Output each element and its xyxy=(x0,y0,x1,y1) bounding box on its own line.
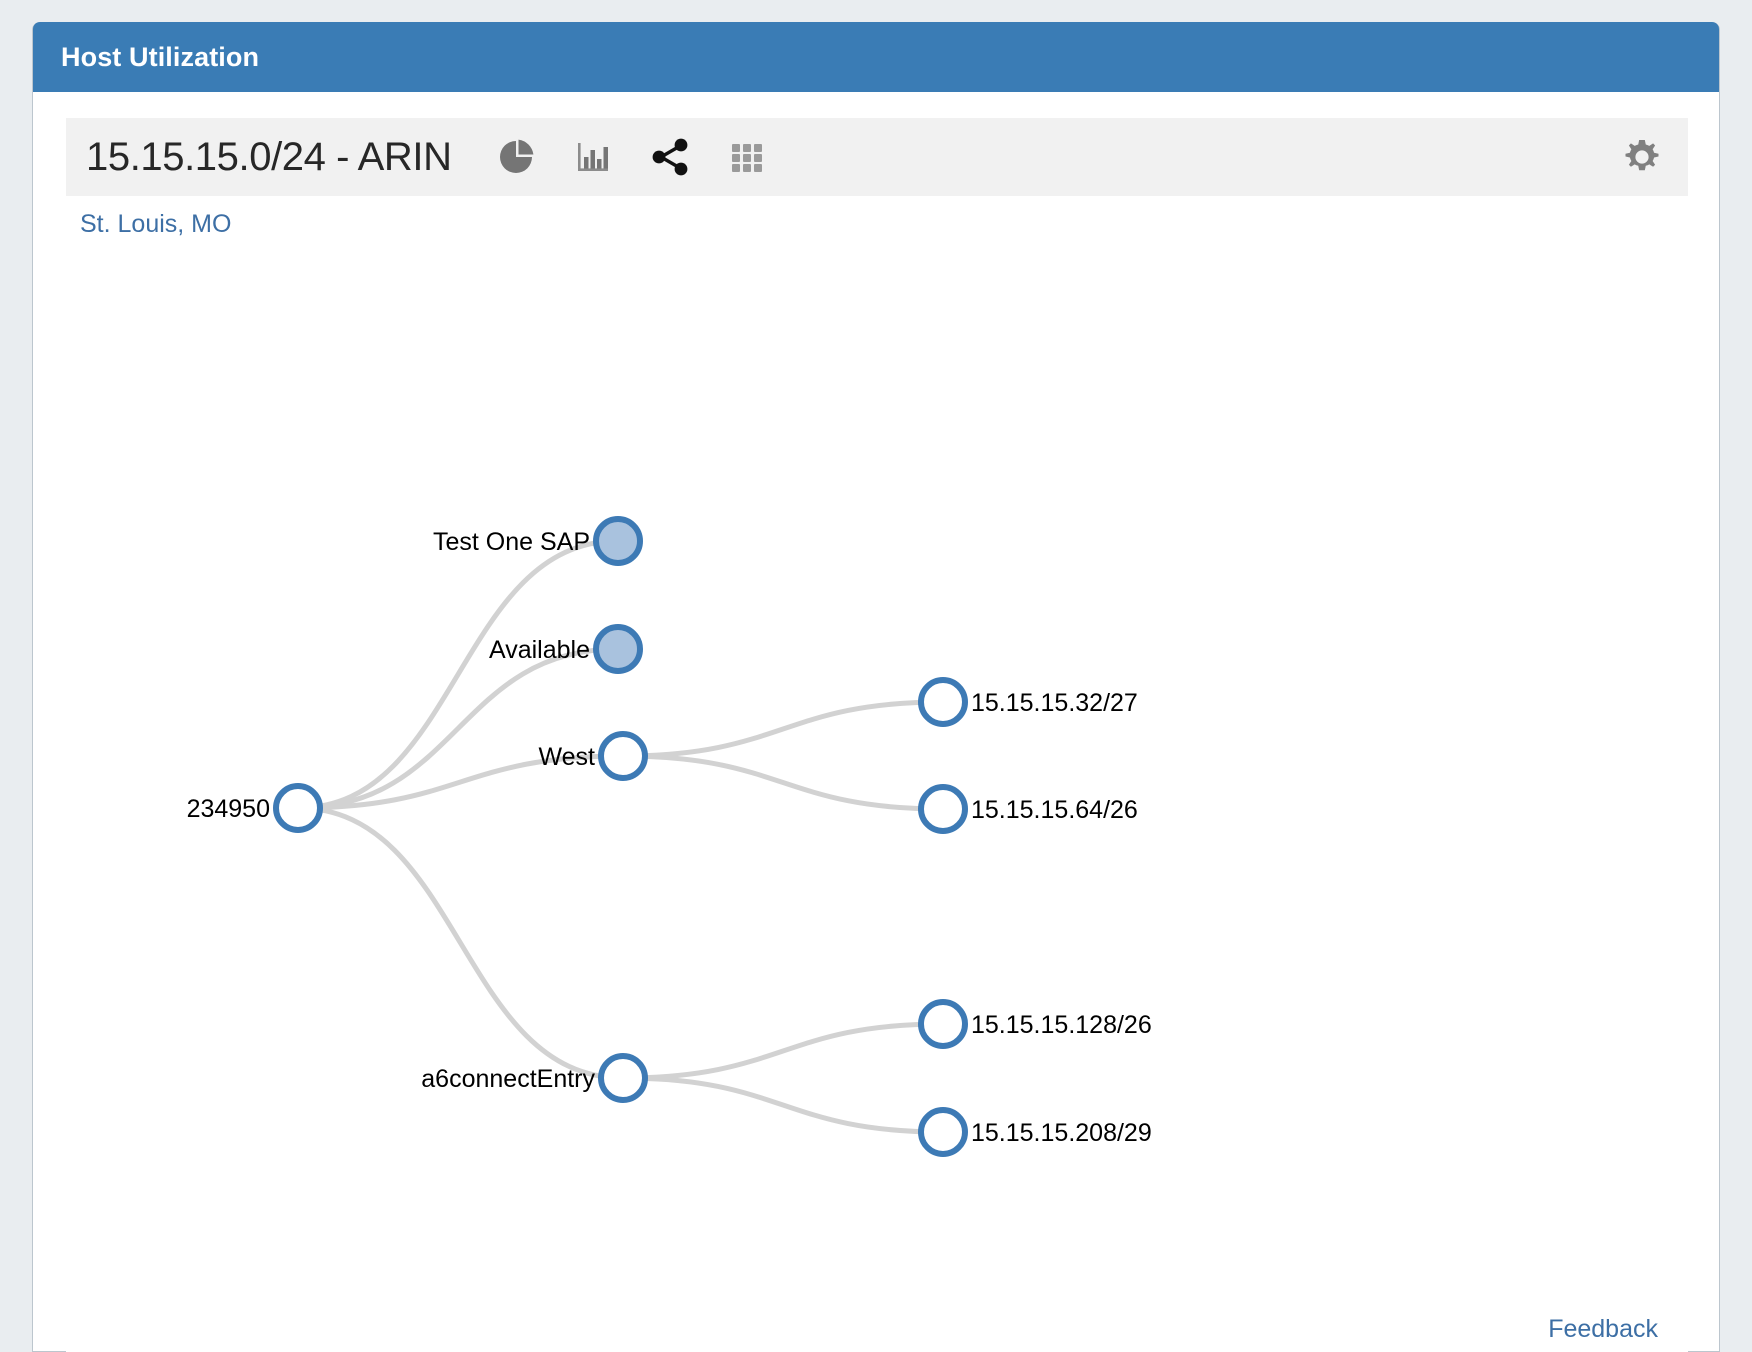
tree-node[interactable]: 234950 xyxy=(187,783,323,833)
tree-node[interactable]: a6connectEntry xyxy=(421,1053,648,1103)
share-tree-icon[interactable] xyxy=(648,135,692,179)
tree-node[interactable]: Available xyxy=(489,624,643,674)
tree-node-label: 15.15.15.64/26 xyxy=(971,796,1138,824)
tree-node[interactable]: 15.15.15.32/27 xyxy=(918,677,1138,727)
host-utilization-panel: Host Utilization 15.15.15.0/24 - ARIN xyxy=(32,22,1720,1352)
tree-node-circle[interactable] xyxy=(273,783,323,833)
tree-node-label: Available xyxy=(489,636,590,664)
tree-node-label: 15.15.15.208/29 xyxy=(971,1119,1152,1147)
tree-node-circle[interactable] xyxy=(598,731,648,781)
tree-node[interactable]: 15.15.15.64/26 xyxy=(918,784,1138,834)
tree-node-label: a6connectEntry xyxy=(421,1065,595,1093)
location-row: St. Louis, MO xyxy=(66,196,1688,239)
tree-node[interactable]: West xyxy=(539,731,648,781)
tree-node-circle[interactable] xyxy=(918,1107,968,1157)
utilization-card: 15.15.15.0/24 - ARIN xyxy=(66,118,1688,1352)
tree-node-circle[interactable] xyxy=(918,999,968,1049)
tree-node[interactable]: 15.15.15.128/26 xyxy=(918,999,1152,1049)
grid-icon[interactable] xyxy=(725,135,769,179)
tree-link xyxy=(622,699,944,759)
tree-node-label: 15.15.15.32/27 xyxy=(971,689,1138,717)
resource-title: 15.15.15.0/24 - ARIN xyxy=(86,134,452,179)
location-link[interactable]: St. Louis, MO xyxy=(80,210,232,238)
tree-link xyxy=(297,538,619,811)
tree-node-label: 15.15.15.128/26 xyxy=(971,1011,1152,1039)
tree-link xyxy=(297,805,624,1081)
tree-link xyxy=(297,646,619,811)
settings-button[interactable] xyxy=(1620,135,1664,179)
pie-chart-icon[interactable] xyxy=(494,135,538,179)
panel-header: Host Utilization xyxy=(33,22,1719,92)
tree-node[interactable]: Test One SAP xyxy=(433,516,643,566)
tree-node-circle[interactable] xyxy=(918,784,968,834)
feedback-link[interactable]: Feedback xyxy=(1548,1315,1658,1343)
tree-node[interactable]: 15.15.15.208/29 xyxy=(918,1107,1152,1157)
page-title: Host Utilization xyxy=(61,41,260,72)
tree-links xyxy=(297,538,944,1135)
tree-link xyxy=(622,1021,944,1081)
tree-node-circle[interactable] xyxy=(593,516,643,566)
tree-link xyxy=(622,753,944,812)
view-mode-icons xyxy=(494,135,769,179)
gear-icon[interactable] xyxy=(1620,135,1664,179)
tree-node-circle[interactable] xyxy=(598,1053,648,1103)
tree-link xyxy=(622,1075,944,1135)
tree-node-label: 234950 xyxy=(187,795,270,823)
tree-node-label: West xyxy=(539,743,596,771)
tree-node-label: Test One SAP xyxy=(433,528,590,556)
card-toolbar: 15.15.15.0/24 - ARIN xyxy=(66,118,1688,196)
tree-node-circle[interactable] xyxy=(593,624,643,674)
bar-chart-icon[interactable] xyxy=(571,135,615,179)
tree-node-circle[interactable] xyxy=(918,677,968,727)
tree-link xyxy=(297,753,624,811)
